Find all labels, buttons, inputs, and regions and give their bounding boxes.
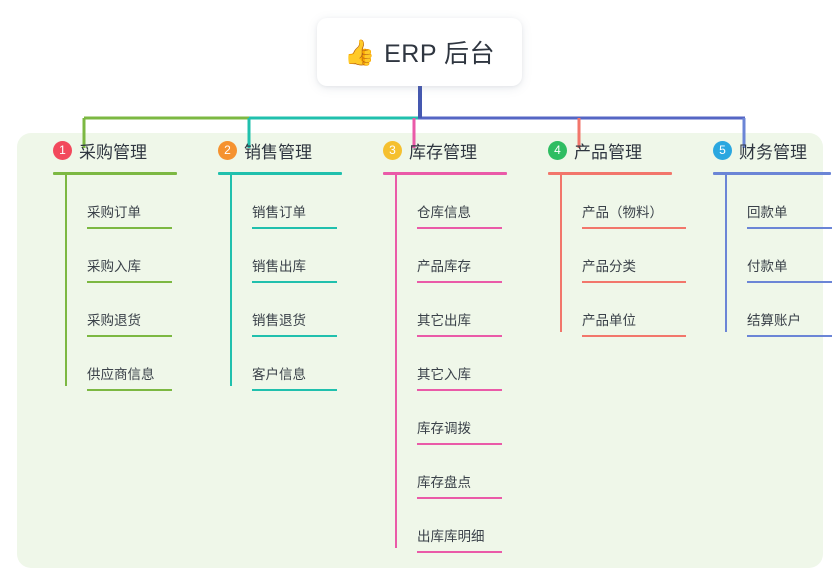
leaf-item-underline: [252, 281, 337, 283]
leaf-item-label: 销售订单: [252, 205, 306, 220]
leaf-item-underline: [747, 335, 832, 337]
leaf-item[interactable]: 仓库信息: [395, 175, 502, 229]
branch-header-underline: [383, 172, 507, 175]
branch-number-badge: 5: [713, 140, 732, 160]
leaf-item[interactable]: 产品单位: [560, 283, 686, 337]
leaf-item[interactable]: 销售订单: [230, 175, 337, 229]
branch-header-采购管理[interactable]: 1 采购管理: [32, 133, 147, 167]
leaf-item-underline: [87, 389, 172, 391]
branch-header-销售管理[interactable]: 2 销售管理: [197, 133, 312, 167]
branch-header-label: 库存管理: [409, 142, 477, 162]
leaf-item[interactable]: 采购入库: [65, 229, 172, 283]
page-title: ERP 后台: [384, 40, 496, 68]
branch-header-underline: [53, 172, 177, 175]
leaf-item-label: 付款单: [747, 259, 788, 274]
leaf-item[interactable]: 产品（物料）: [560, 175, 686, 229]
leaf-item-label: 产品（物料）: [582, 205, 663, 220]
leaf-item-label: 库存盘点: [417, 475, 471, 490]
branch-column-财务管理: 5 财务管理回款单付款单结算账户: [692, 133, 832, 337]
leaf-item-label: 供应商信息: [87, 367, 155, 382]
leaf-item-label: 仓库信息: [417, 205, 471, 220]
leaf-item-label: 采购入库: [87, 259, 141, 274]
branch-spine: [65, 175, 67, 386]
branch-header-label: 销售管理: [244, 142, 312, 162]
leaf-item-underline: [87, 335, 172, 337]
leaf-item-underline: [417, 551, 502, 553]
leaf-item-underline: [87, 227, 172, 229]
branch-number-badge: 1: [53, 140, 72, 160]
leaf-item[interactable]: 采购订单: [65, 175, 172, 229]
branch-header-label: 产品管理: [574, 142, 642, 162]
leaf-item[interactable]: 付款单: [725, 229, 832, 283]
content-panel: [17, 133, 823, 568]
leaf-item[interactable]: 库存调拨: [395, 391, 502, 445]
branch-header-underline: [548, 172, 672, 175]
branch-header-underline: [218, 172, 342, 175]
leaf-item-underline: [417, 497, 502, 499]
leaf-item-underline: [417, 335, 502, 337]
branch-spine: [395, 175, 397, 548]
leaf-item-label: 回款单: [747, 205, 788, 220]
branch-number-badge: 3: [383, 140, 402, 160]
leaf-item-underline: [87, 281, 172, 283]
branch-spine: [725, 175, 727, 332]
branch-column-销售管理: 2 销售管理销售订单销售出库销售退货客户信息: [197, 133, 342, 391]
leaf-item-underline: [417, 389, 502, 391]
branch-header-库存管理[interactable]: 3 库存管理: [362, 133, 477, 167]
leaf-item[interactable]: 客户信息: [230, 337, 337, 391]
leaf-item[interactable]: 采购退货: [65, 283, 172, 337]
branch-column-库存管理: 3 库存管理仓库信息产品库存其它出库其它入库库存调拨库存盘点出库库明细: [362, 133, 507, 553]
leaf-item[interactable]: 供应商信息: [65, 337, 172, 391]
leaf-item-underline: [582, 227, 686, 229]
leaf-item[interactable]: 库存盘点: [395, 445, 502, 499]
leaf-item[interactable]: 销售退货: [230, 283, 337, 337]
branch-column-产品管理: 4 产品管理产品（物料） 产品分类产品单位: [527, 133, 686, 337]
leaf-item-label: 销售出库: [252, 259, 306, 274]
branch-header-label: 采购管理: [79, 142, 147, 162]
branch-header-underline: [713, 172, 831, 175]
branch-columns: 1 采购管理采购订单采购入库采购退货供应商信息 2 销售管理销售订单销售出库销售退货客…: [0, 133, 839, 568]
leaf-item[interactable]: 其它出库: [395, 283, 502, 337]
branch-spine: [230, 175, 232, 386]
branch-column-采购管理: 1 采购管理采购订单采购入库采购退货供应商信息: [32, 133, 177, 391]
leaf-item-underline: [252, 227, 337, 229]
branch-header-产品管理[interactable]: 4 产品管理: [527, 133, 642, 167]
leaf-item[interactable]: 回款单: [725, 175, 832, 229]
leaf-item-underline: [417, 281, 502, 283]
leaf-item-underline: [747, 227, 832, 229]
leaf-item-label: 客户信息: [252, 367, 306, 382]
leaf-item-label: 其它入库: [417, 367, 471, 382]
branch-number-badge: 2: [218, 140, 237, 160]
thumbs-up-icon: 👍: [343, 37, 376, 67]
leaf-item[interactable]: 销售出库: [230, 229, 337, 283]
leaf-item-label: 其它出库: [417, 313, 471, 328]
leaf-item-label: 产品单位: [582, 313, 636, 328]
leaf-item-underline: [417, 443, 502, 445]
leaf-item[interactable]: 出库库明细: [395, 499, 502, 553]
leaf-item-label: 出库库明细: [417, 529, 485, 544]
leaf-item-label: 产品库存: [417, 259, 471, 274]
leaf-item[interactable]: 其它入库: [395, 337, 502, 391]
branch-header-label: 财务管理: [739, 142, 807, 162]
leaf-item[interactable]: 结算账户: [725, 283, 832, 337]
leaf-item-underline: [252, 335, 337, 337]
leaf-item-underline: [252, 389, 337, 391]
root-node-card[interactable]: 👍 ERP 后台: [317, 18, 522, 86]
branch-spine: [560, 175, 562, 332]
leaf-item-label: 销售退货: [252, 313, 306, 328]
leaf-item-label: 产品分类: [582, 259, 636, 274]
leaf-item-label: 库存调拨: [417, 421, 471, 436]
branch-header-财务管理[interactable]: 5 财务管理: [692, 133, 807, 167]
leaf-item[interactable]: 产品分类: [560, 229, 686, 283]
leaf-item-underline: [747, 281, 832, 283]
leaf-item-underline: [417, 227, 502, 229]
leaf-item-label: 结算账户: [747, 313, 801, 328]
leaf-item-label: 采购退货: [87, 313, 141, 328]
leaf-item-underline: [582, 335, 686, 337]
leaf-item-underline: [582, 281, 686, 283]
branch-number-badge: 4: [548, 140, 567, 160]
leaf-item[interactable]: 产品库存: [395, 229, 502, 283]
leaf-item-label: 采购订单: [87, 205, 141, 220]
